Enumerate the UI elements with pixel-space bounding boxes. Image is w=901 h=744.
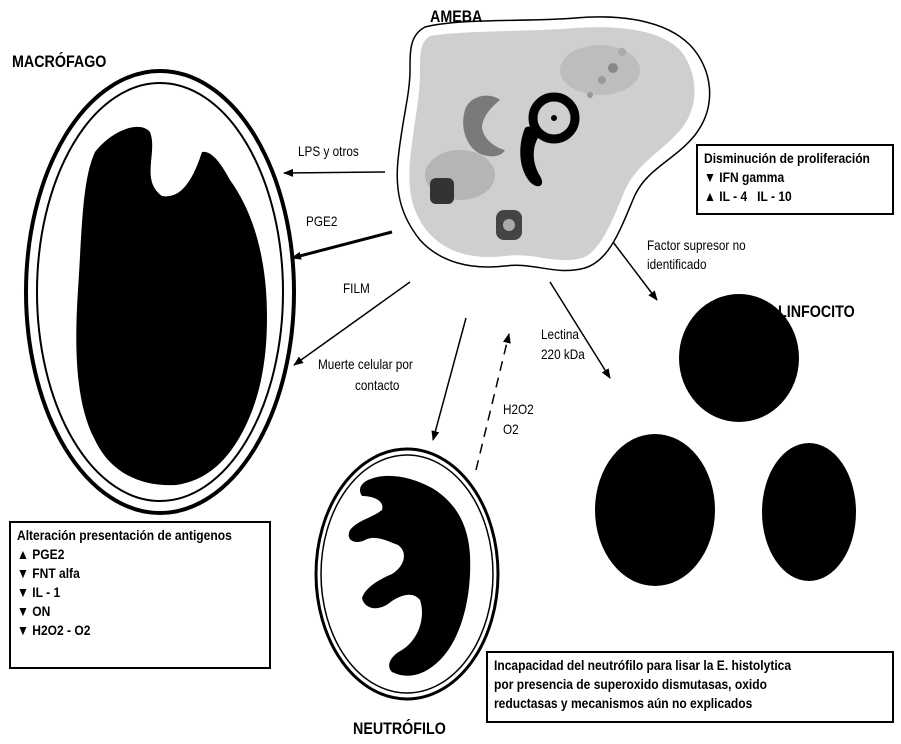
neutrophil-cell: [316, 449, 498, 699]
arrow-label-factor-line1: Factor supresor no: [647, 237, 746, 254]
arrow-label-muerte-line2: contacto: [355, 377, 399, 394]
down-triangle-icon: ▼: [704, 169, 716, 185]
list-item: ▼ H2O2 - O2: [17, 621, 229, 640]
arrow-label-lectina-line1: Lectina: [541, 326, 579, 343]
neutrophil-effects-box: Incapacidad del neutrófilo para lisar la…: [486, 651, 894, 723]
list-item: ▼ ON: [17, 602, 229, 621]
down-triangle-icon: ▼: [17, 622, 29, 638]
amoeba-label: AMEBA: [430, 8, 482, 25]
arrow-label-o2: O2: [503, 421, 519, 438]
list-item: ▼ FNT alfa: [17, 564, 229, 583]
neutrophil-box-line-3: reductasas y mecanismos aún no explicado…: [494, 694, 831, 713]
neutrophil-box-line-2: por presencia de superoxido dismutasas, …: [494, 675, 831, 694]
macrophage-effects-box: Alteración presentación de antigenos ▲ P…: [9, 521, 271, 669]
lymphocyte-effects-box: Disminución de proliferación ▼ IFN gamma…: [696, 144, 894, 215]
list-item: ▼ IL - 1: [17, 583, 229, 602]
lymphocyte-label: LINFOCITO: [778, 303, 855, 320]
down-triangle-icon: ▼: [17, 584, 29, 600]
macrophage-box-title: Alteración presentación de antigenos: [17, 526, 229, 545]
amoeba-cell: [397, 17, 709, 271]
arrow-label-pge2: PGE2: [306, 213, 337, 230]
lymphocyte-cells: [595, 294, 856, 586]
list-item: ▲ PGE2: [17, 545, 229, 564]
up-triangle-icon: ▲: [704, 188, 716, 204]
down-triangle-icon: ▼: [17, 565, 29, 581]
arrow-label-film: FILM: [343, 280, 370, 297]
arrow-label-factor-line2: identificado: [647, 256, 706, 273]
macrophage-cell: [26, 71, 294, 513]
arrow-label-lps: LPS y otros: [298, 143, 359, 160]
down-triangle-icon: ▼: [17, 603, 29, 619]
lymphocyte-box-title: Disminución de proliferación: [704, 149, 861, 168]
up-triangle-icon: ▲: [17, 546, 29, 562]
arrow-label-h2o2: H2O2: [503, 401, 534, 418]
neutrophil-label: NEUTRÓFILO: [353, 720, 446, 737]
list-item: ▲ IL - 4 IL - 10: [704, 187, 861, 206]
macrophage-label: MACRÓFAGO: [12, 53, 106, 70]
arrow-label-muerte-line1: Muerte celular por: [318, 356, 413, 373]
neutrophil-box-line-1: Incapacidad del neutrófilo para lisar la…: [494, 656, 831, 675]
list-item: ▼ IFN gamma: [704, 168, 861, 187]
arrow-label-lectina-line2: 220 kDa: [541, 346, 585, 363]
